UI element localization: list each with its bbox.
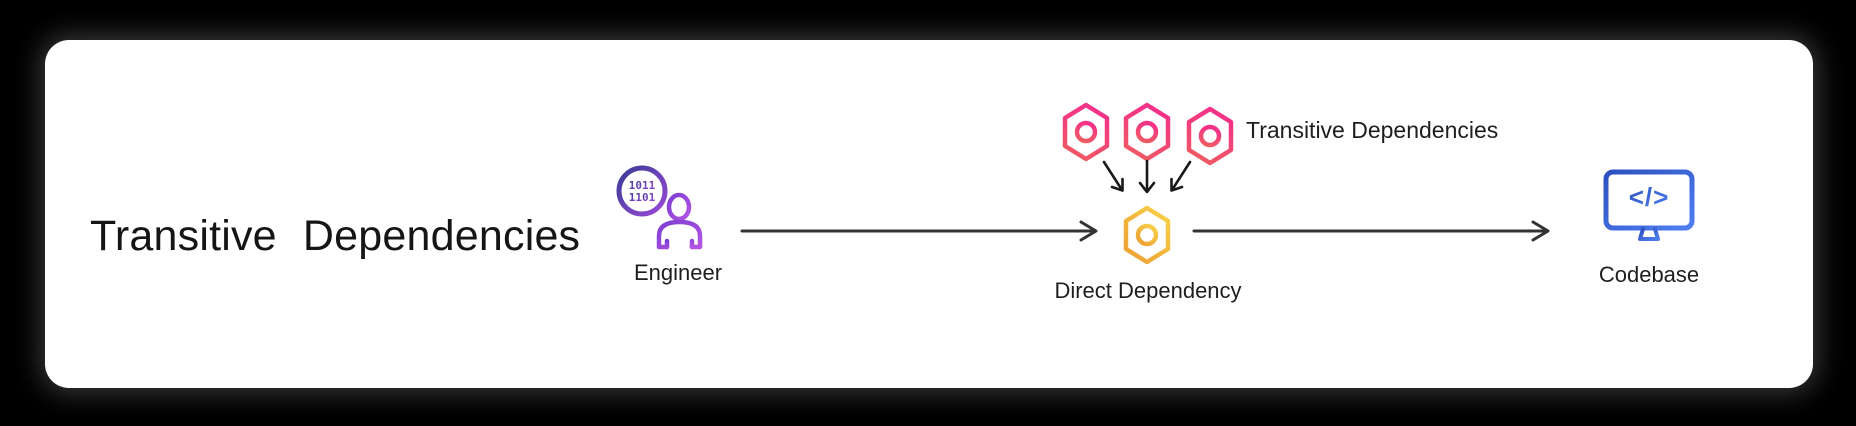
person-icon bbox=[656, 192, 703, 250]
engineer-label: Engineer bbox=[633, 260, 723, 285]
direct-dependency-label: Direct Dependency bbox=[1054, 278, 1242, 303]
transitive-hex-icon bbox=[1123, 102, 1171, 162]
engineer-icon: 1011 1101 bbox=[616, 165, 703, 250]
binary-row-1: 1011 bbox=[629, 179, 656, 192]
transitive-dependencies-label: Transitive Dependencies bbox=[1246, 117, 1499, 143]
codebase-monitor-icon: </> bbox=[1603, 169, 1695, 246]
direct-dependency-hex-icon bbox=[1123, 205, 1171, 265]
binary-row-2: 1101 bbox=[629, 191, 656, 204]
converging-arrows bbox=[1102, 159, 1192, 194]
code-glyph-icon: </> bbox=[1629, 182, 1670, 212]
binary-circle-icon: 1011 1101 bbox=[616, 165, 668, 217]
transitive-hex-icon bbox=[1186, 106, 1234, 166]
arrow-engineer-to-direct bbox=[740, 220, 1098, 242]
diagram-card: Transitive Dependencies 1011 1101 Engine… bbox=[45, 40, 1813, 388]
codebase-label: Codebase bbox=[1598, 262, 1700, 287]
transitive-hex-icon bbox=[1062, 102, 1110, 162]
page-title: Transitive Dependencies bbox=[90, 212, 581, 260]
arrow-direct-to-codebase bbox=[1192, 220, 1550, 242]
